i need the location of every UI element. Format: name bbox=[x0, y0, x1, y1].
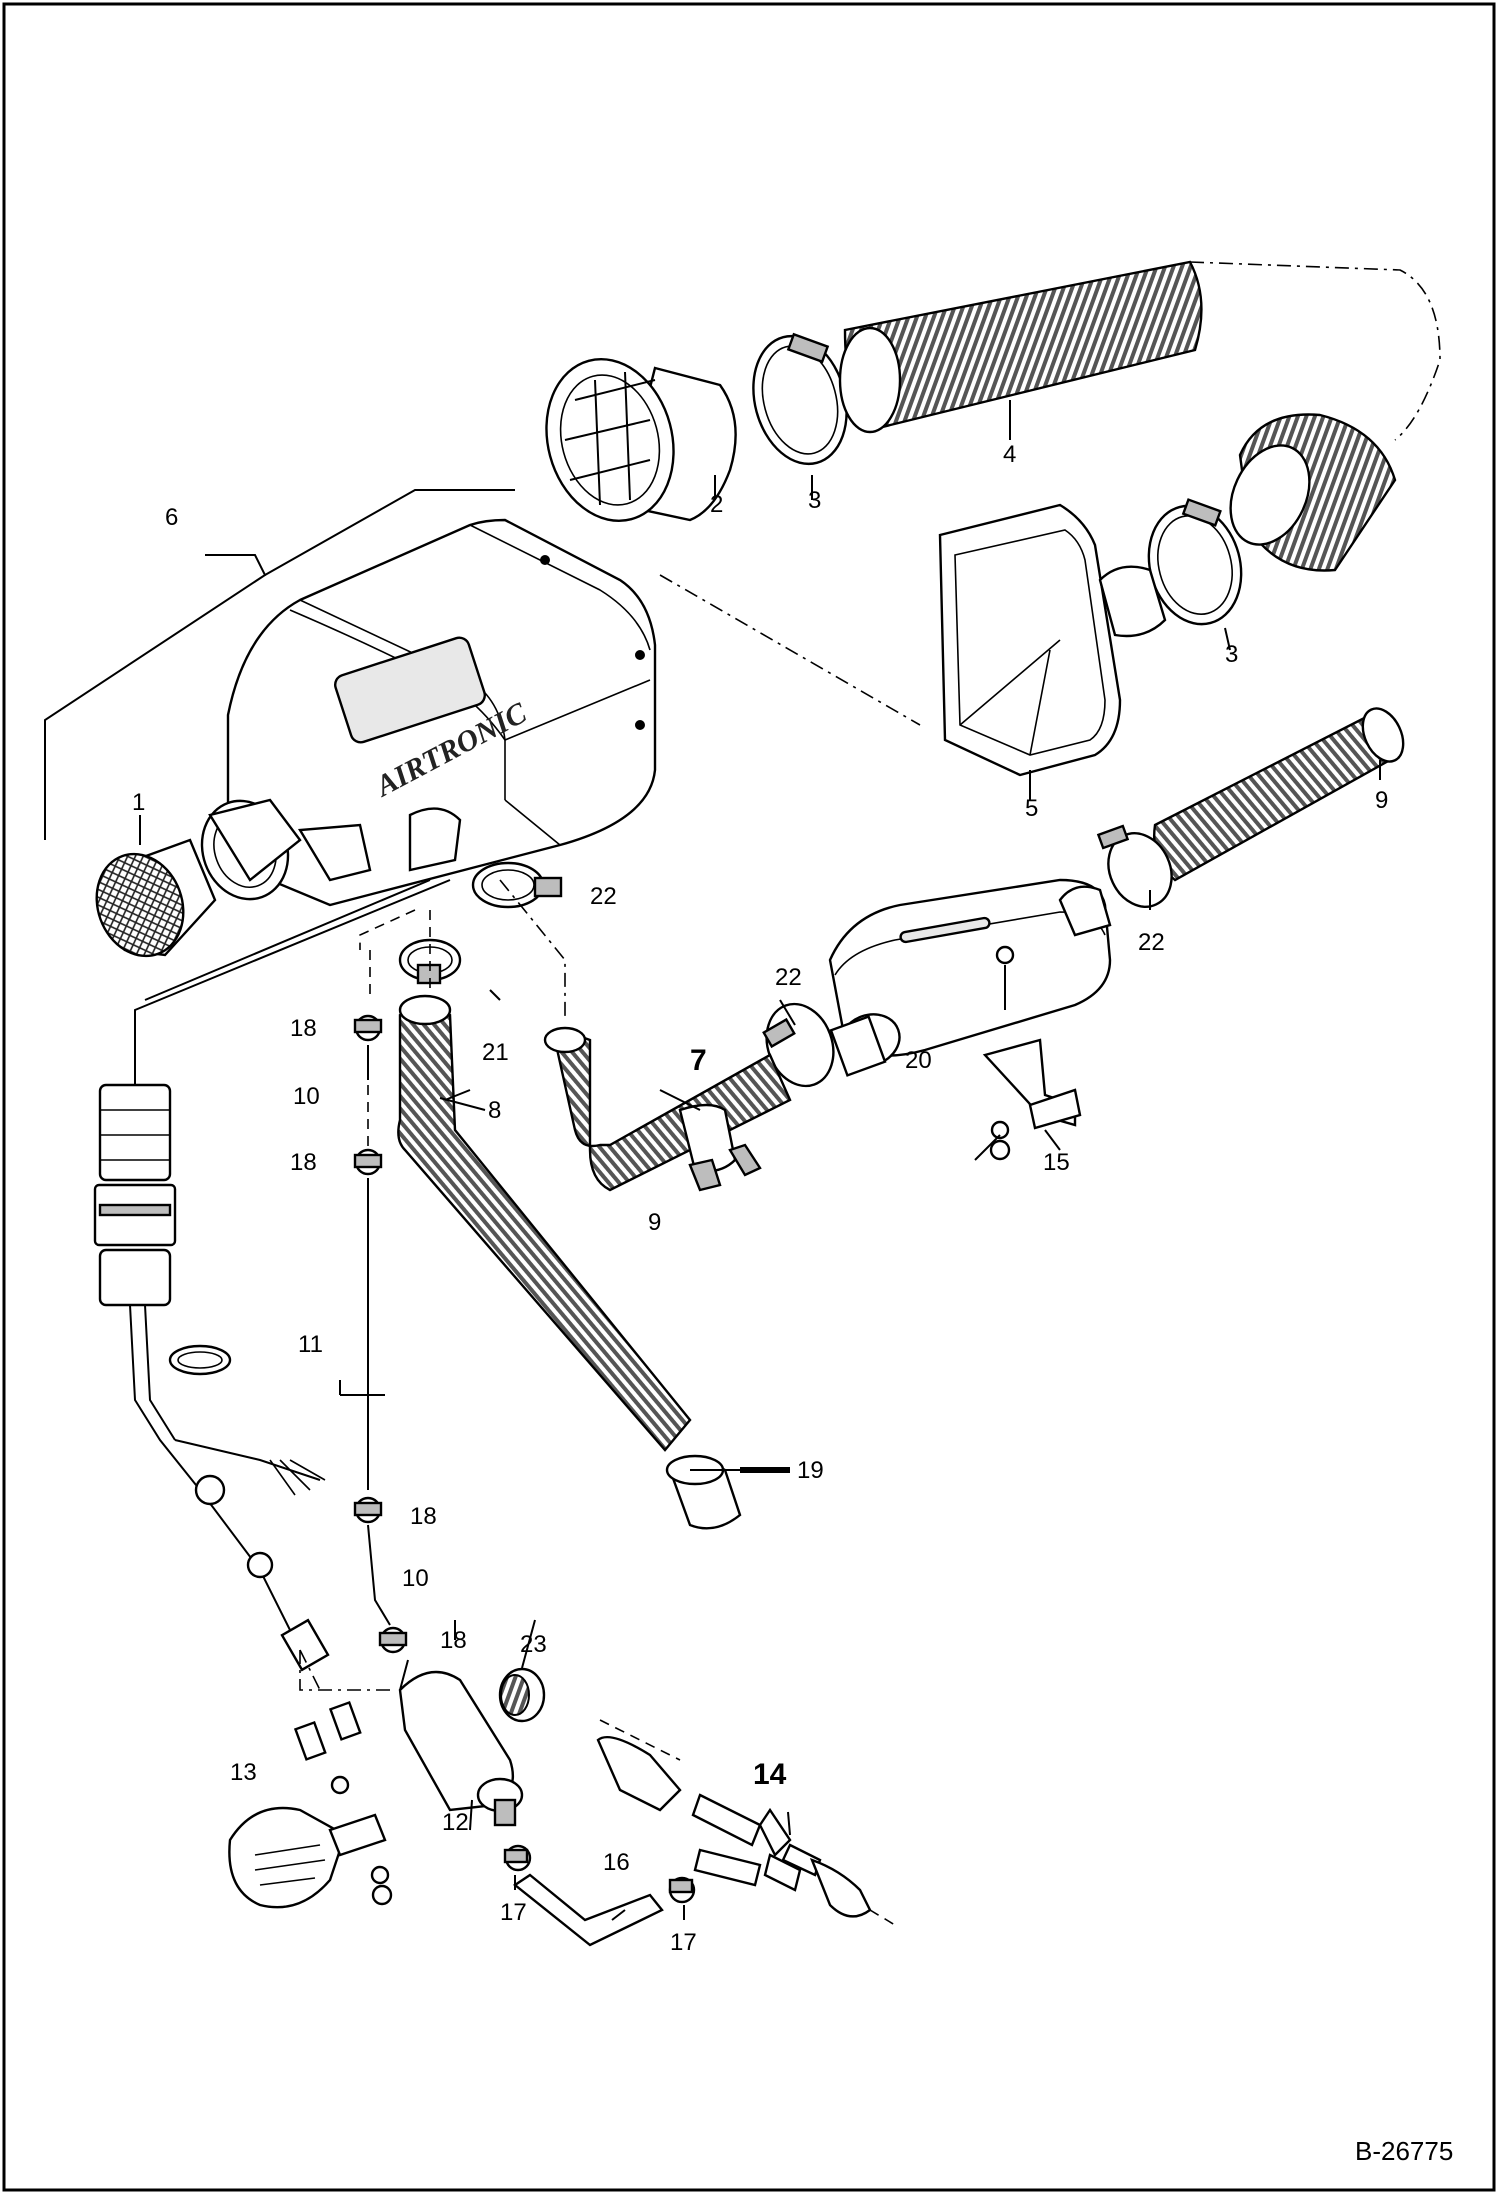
callout-13: 13 bbox=[230, 1759, 257, 1786]
part-17-clamp-right bbox=[668, 1876, 696, 1904]
part-22-clamp-right bbox=[1096, 824, 1173, 908]
part-20-exhaust-silencer bbox=[828, 878, 1112, 1077]
callout-20: 20 bbox=[905, 1047, 932, 1074]
part-23-grommet bbox=[498, 1667, 546, 1723]
part-9-exhaust-hose bbox=[543, 1026, 792, 1192]
part-22-clamp-top bbox=[471, 861, 563, 909]
part-15-bracket bbox=[982, 1038, 1082, 1161]
callout-17-left: 17 bbox=[500, 1899, 527, 1926]
callout-18-b: 18 bbox=[290, 1149, 317, 1176]
callout-22-right: 22 bbox=[1138, 929, 1165, 956]
callout-14: 14 bbox=[753, 1758, 787, 1791]
callout-18-a: 18 bbox=[290, 1015, 317, 1042]
part-1-inlet-screen bbox=[95, 838, 217, 958]
part-12-fuel-pump bbox=[398, 1659, 524, 1827]
callout-9-middle: 9 bbox=[648, 1209, 661, 1236]
callout-16: 16 bbox=[603, 1849, 630, 1876]
assembly-guide-lines bbox=[299, 261, 1441, 1691]
callout-10-lower: 10 bbox=[402, 1565, 429, 1592]
callout-10-upper: 10 bbox=[293, 1083, 320, 1110]
callout-leader-lines bbox=[44, 400, 1381, 1921]
callout-21: 21 bbox=[482, 1039, 509, 1066]
callout-labels: 1 2 3 3 4 5 6 7 8 9 9 10 10 11 12 13 14 … bbox=[132, 441, 1388, 1956]
callout-11: 11 bbox=[298, 1331, 323, 1358]
fuel-line-assembly bbox=[353, 950, 408, 1654]
part-19-end-sleeve bbox=[665, 1454, 742, 1530]
part-13-mount-bracket bbox=[228, 1700, 393, 1909]
callout-7: 7 bbox=[690, 1044, 707, 1077]
part-4-duct-hose bbox=[838, 260, 1397, 572]
part-7-pipe-clamp bbox=[678, 1103, 762, 1192]
part-9-short-hose-right bbox=[1153, 707, 1405, 882]
callout-5: 5 bbox=[1025, 795, 1038, 822]
callout-19: 19 bbox=[797, 1457, 824, 1484]
figure-reference-code: B-26775 bbox=[1355, 2136, 1453, 2166]
heater-air-inlet bbox=[200, 798, 302, 901]
part-6-heater-unit: AIRTRONIC bbox=[226, 518, 657, 907]
callout-2: 2 bbox=[710, 491, 723, 518]
part-5-duct-hood bbox=[938, 503, 1167, 777]
callout-15: 15 bbox=[1043, 1149, 1070, 1176]
callout-18-d: 18 bbox=[440, 1627, 467, 1654]
part-14-tee-fitting bbox=[596, 1719, 896, 1926]
callout-18-c: 18 bbox=[410, 1503, 437, 1530]
callout-23: 23 bbox=[520, 1631, 547, 1658]
callout-17-right: 17 bbox=[670, 1929, 697, 1956]
callout-22-top: 22 bbox=[590, 883, 617, 910]
callout-3-lower: 3 bbox=[1225, 641, 1238, 668]
callout-6: 6 bbox=[165, 504, 178, 531]
callout-22-middle: 22 bbox=[775, 964, 802, 991]
callout-3-upper: 3 bbox=[808, 487, 821, 514]
callout-9-right: 9 bbox=[1375, 787, 1388, 814]
callout-12: 12 bbox=[442, 1809, 469, 1836]
part-17-clamp-left bbox=[503, 1844, 532, 1872]
wiring-harness bbox=[93, 879, 451, 1672]
part-2-outlet-grille bbox=[545, 357, 737, 523]
part-3-hose-clamp-upper bbox=[752, 332, 848, 466]
part-16-fuel-hose bbox=[512, 1873, 664, 1947]
callout-4: 4 bbox=[1003, 441, 1016, 468]
part-8-long-hose bbox=[397, 994, 692, 1452]
callout-8: 8 bbox=[488, 1097, 501, 1124]
callout-1: 1 bbox=[132, 789, 145, 816]
